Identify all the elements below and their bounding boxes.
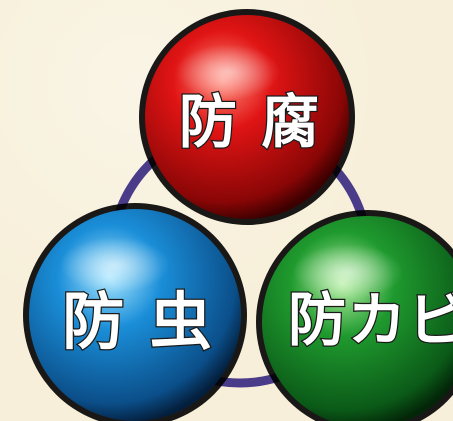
- sphere-red: 防 腐: [139, 9, 355, 225]
- sphere-green: 防カビ: [256, 210, 453, 421]
- sphere-label-right: 防カビ: [288, 286, 453, 354]
- sphere-label-left: 防 虫: [62, 285, 214, 358]
- sphere-label-top: 防 腐: [179, 88, 321, 156]
- sphere-blue: 防 虫: [23, 203, 247, 421]
